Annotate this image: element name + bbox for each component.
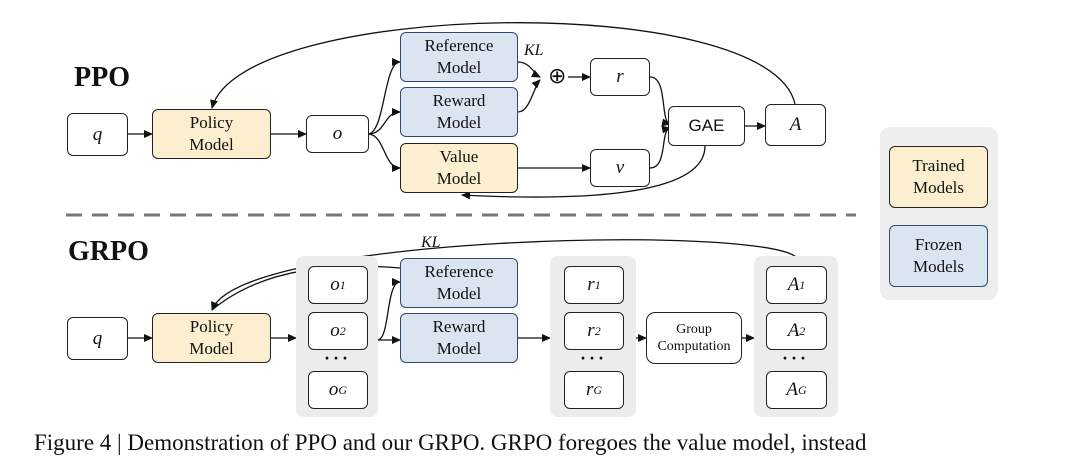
output-o1-sub: 1 <box>339 278 346 292</box>
gae-box: GAE <box>668 106 745 146</box>
query-box: q <box>67 113 128 156</box>
advantage-a1-label: A <box>787 274 800 295</box>
arrow-reward-oplus <box>517 79 541 113</box>
rewards-ellipsis: ··· <box>580 348 608 368</box>
kl-label-grpo: KL <box>421 234 441 251</box>
output-box: o <box>306 115 369 153</box>
outputs-ellipsis: ··· <box>324 348 352 368</box>
legend-frozen-models: Frozen Models <box>889 225 988 287</box>
reference-model-box: Reference Model <box>400 32 518 82</box>
value-v-box: v <box>590 149 650 187</box>
query-box-grpo: q <box>67 317 128 360</box>
arrow-a-policy-feedback <box>210 22 796 109</box>
advantage-ag-sub: G <box>797 383 807 397</box>
reward-r1-label: r <box>587 274 595 295</box>
arrow-reference-oplus <box>517 61 541 78</box>
output-og-label: o <box>328 379 339 400</box>
arrow-v-gae <box>649 125 671 169</box>
advantage-a2-label: A <box>787 320 800 341</box>
arrow-o-reference <box>368 58 401 135</box>
reward-r2-sub: 2 <box>594 324 601 338</box>
reference-model-box-grpo: Reference Model <box>400 258 518 308</box>
advantage-ag-label: A <box>786 379 798 400</box>
arrow-o-reward <box>368 108 401 135</box>
kl-label: KL <box>524 42 544 59</box>
policy-model-box: Policy Model <box>152 109 271 159</box>
reward-rg-label: r <box>585 379 594 400</box>
group-computation-box: Group Computation <box>646 312 742 364</box>
grpo-title: GRPO <box>68 236 149 267</box>
output-o2-sub: 2 <box>339 324 346 338</box>
output-o2-label: o <box>330 320 340 341</box>
reward-model-box: Reward Model <box>400 87 518 137</box>
arrow-advantages-policy-feedback <box>211 239 797 311</box>
reward-model-box-grpo: Reward Model <box>400 313 518 363</box>
advantage-a2-sub: 2 <box>799 324 806 338</box>
ppo-title: PPO <box>74 62 130 93</box>
advantage-box: A <box>765 104 826 146</box>
oplus-symbol: ⊕ <box>548 64 567 89</box>
legend-trained-models: Trained Models <box>889 146 988 208</box>
arrow-o-value <box>368 133 401 172</box>
reward-r2-label: r <box>587 320 595 341</box>
policy-model-box-grpo: Policy Model <box>152 313 271 363</box>
advantage-a1-sub: 1 <box>799 278 806 292</box>
arrow-gae-value-feedback <box>461 145 706 200</box>
figure-caption: Figure 4 | Demonstration of PPO and our … <box>34 430 867 455</box>
reward-r1-sub: 1 <box>594 278 601 292</box>
reward-r-box: r <box>590 58 650 96</box>
arrow-r-gae <box>649 76 671 127</box>
value-model-box: Value Model <box>400 143 518 193</box>
output-o1-label: o <box>330 274 340 295</box>
output-og-sub: G <box>338 383 348 397</box>
arrow-outputs-reference <box>377 278 401 341</box>
reward-rg-sub: G <box>593 383 603 397</box>
advantages-ellipsis: ··· <box>782 348 810 368</box>
